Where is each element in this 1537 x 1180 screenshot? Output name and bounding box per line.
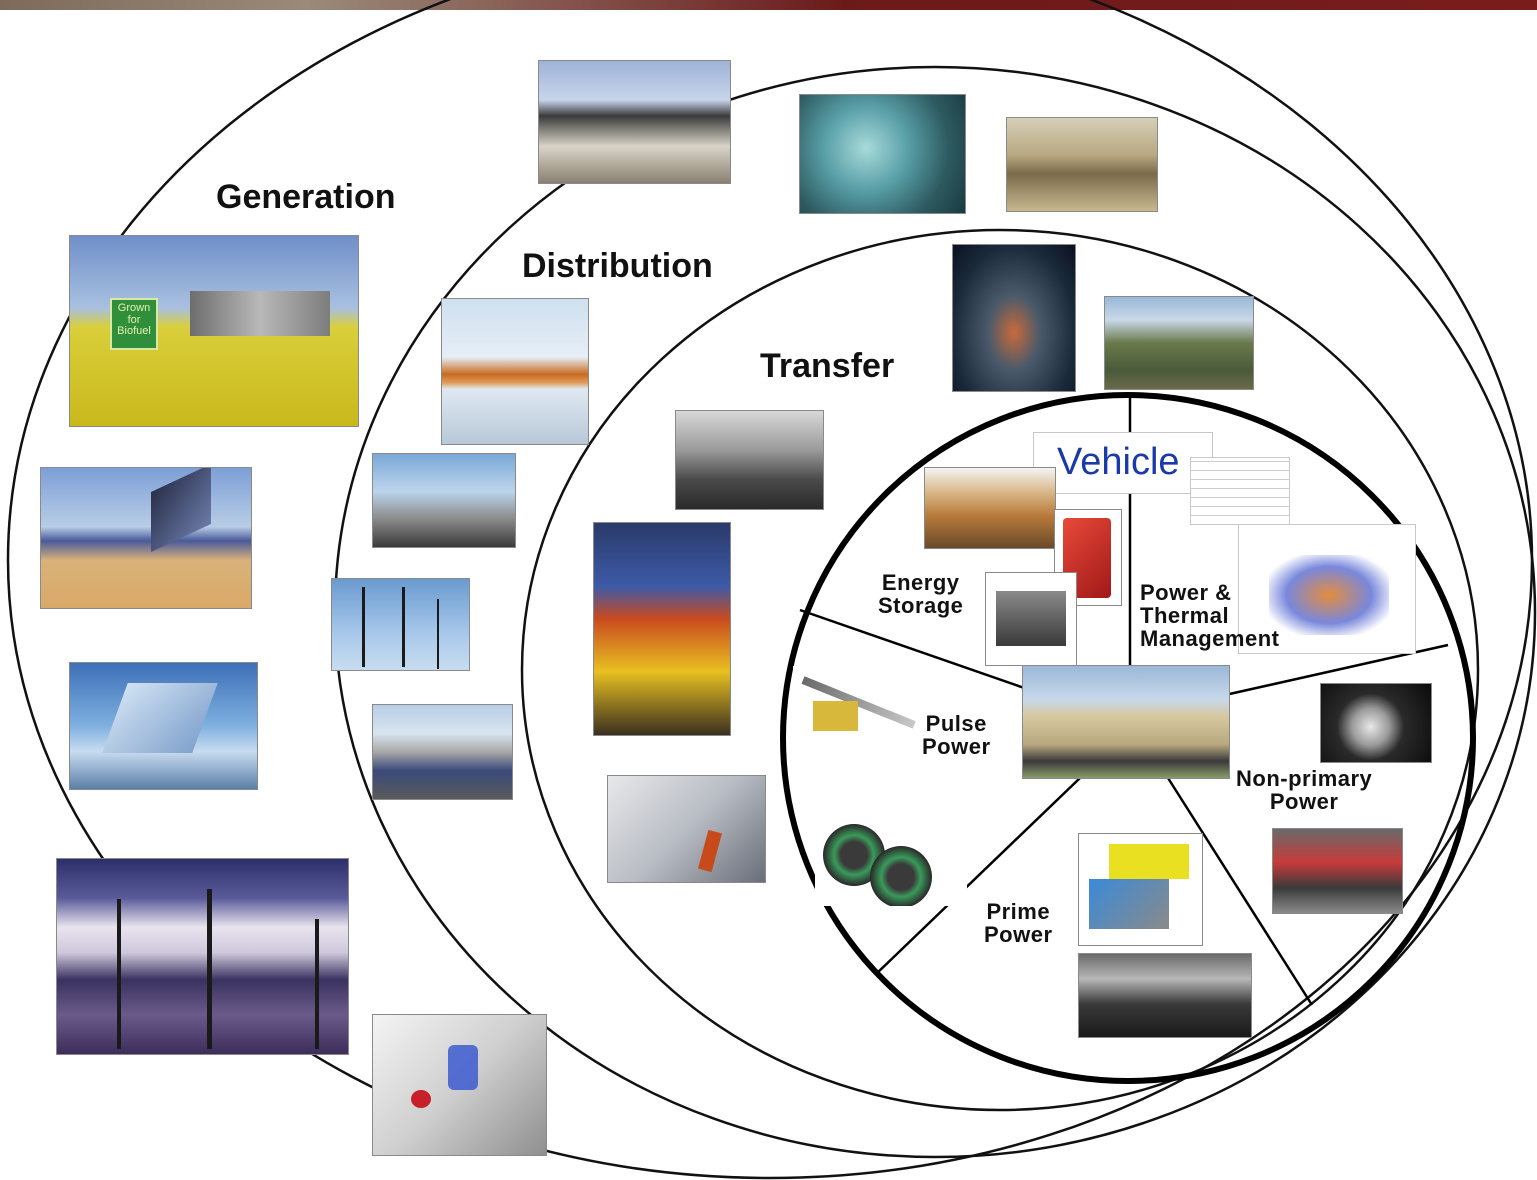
biofuel-sign-text: Grown for Biofuel [117, 302, 151, 338]
aux-power-unit-photo [1272, 828, 1403, 914]
fuel-nozzles-photo [675, 410, 824, 510]
electric-charging-photo [607, 775, 766, 883]
vehicle-ring [780, 392, 1476, 1084]
transfer-label: Transfer [760, 347, 895, 385]
tanker-truck-photo [372, 704, 513, 800]
generators-photo [815, 796, 967, 906]
divider-bottom-left [874, 777, 1081, 976]
schematic-diagram-photo [1190, 457, 1290, 525]
field-equipment-photo [1006, 117, 1158, 212]
refinery-photo [538, 60, 731, 184]
car-battery-photo [985, 572, 1077, 666]
distribution-label: Distribution [522, 247, 713, 285]
railgun-photo [793, 666, 928, 742]
non-primary-power-label: Non-primary Power [1236, 766, 1373, 815]
refueling-hand-photo [593, 522, 731, 736]
energy-storage-label: Energy Storage [878, 570, 964, 619]
transmission-towers-photo [331, 578, 470, 671]
thermal-system-photo [1238, 524, 1416, 654]
biofuel-field-photo: Grown for Biofuel [69, 235, 359, 427]
lightning-tower-photo [952, 244, 1076, 392]
generation-label: Generation [216, 178, 396, 216]
diesel-engine-photo [1078, 953, 1252, 1038]
prime-power-label: Prime Power [984, 899, 1053, 948]
top-banner [0, 0, 1537, 10]
vehicle-label: Vehicle [1057, 441, 1180, 483]
wheel-hub-photo [1320, 683, 1432, 763]
solar-tracker-photo [40, 467, 252, 609]
divider-left [799, 608, 1031, 692]
insulators-photo [372, 453, 516, 548]
humvee-photo [1022, 665, 1230, 779]
divider-bottom-right [1166, 777, 1314, 1006]
power-lines-lake-photo [441, 298, 589, 445]
power-thermal-label: Power & Thermal Management [1140, 580, 1280, 652]
biofuel-sign: Grown for Biofuel [110, 298, 158, 350]
lab-flask-photo [372, 1014, 547, 1156]
pulse-power-label: Pulse Power [922, 711, 991, 760]
battery-pallet-photo [924, 467, 1056, 549]
soldiers-cable-photo [1104, 296, 1254, 390]
solar-mirrors-photo [69, 662, 258, 790]
transfer-ring [520, 228, 1480, 1112]
pipeline-valve-photo [799, 94, 966, 214]
engine-model-photo [1078, 833, 1203, 946]
grain-silos [190, 291, 330, 336]
wind-turbines-photo [56, 858, 349, 1055]
